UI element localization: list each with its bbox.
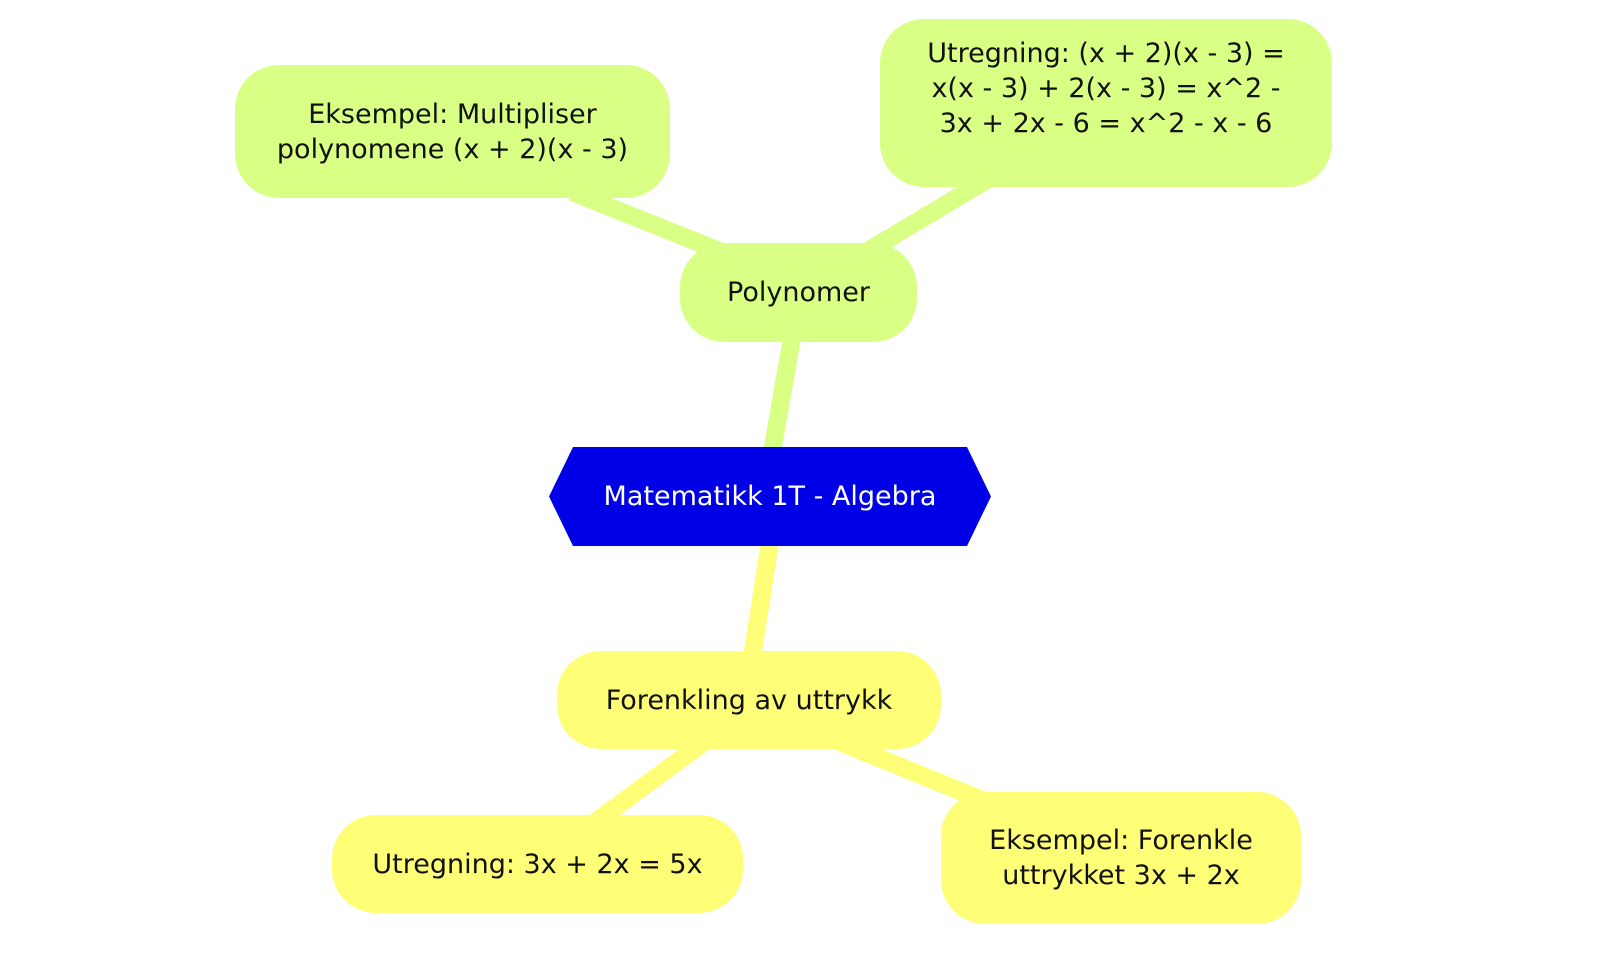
link-forenkling-utregning [584,734,710,834]
link-polynomer-utregning [861,170,995,260]
link-center-forenkling [743,540,779,660]
central-topic[interactable]: Matematikk 1T - Algebra [549,447,991,546]
link-forenkling-eksempel [836,733,996,813]
subtopic-utregning-polynom[interactable]: Utregning: (x + 2)(x - 3) = x(x - 3) + 2… [880,19,1332,187]
subtopic-eksempel-multipliser[interactable]: Eksempel: Multipliser polynomene (x + 2)… [235,65,670,198]
topic-polynomer[interactable]: Polynomer [680,243,917,342]
topic-forenkling[interactable]: Forenkling av uttrykk [557,651,941,749]
link-center-polynomer [763,336,801,454]
subtopic-utregning-forenkling[interactable]: Utregning: 3x + 2x = 5x [332,815,743,913]
link-polynomer-eksempel [568,183,726,261]
subtopic-eksempel-forenkle[interactable]: Eksempel: Forenkle uttrykket 3x + 2x [941,792,1301,924]
